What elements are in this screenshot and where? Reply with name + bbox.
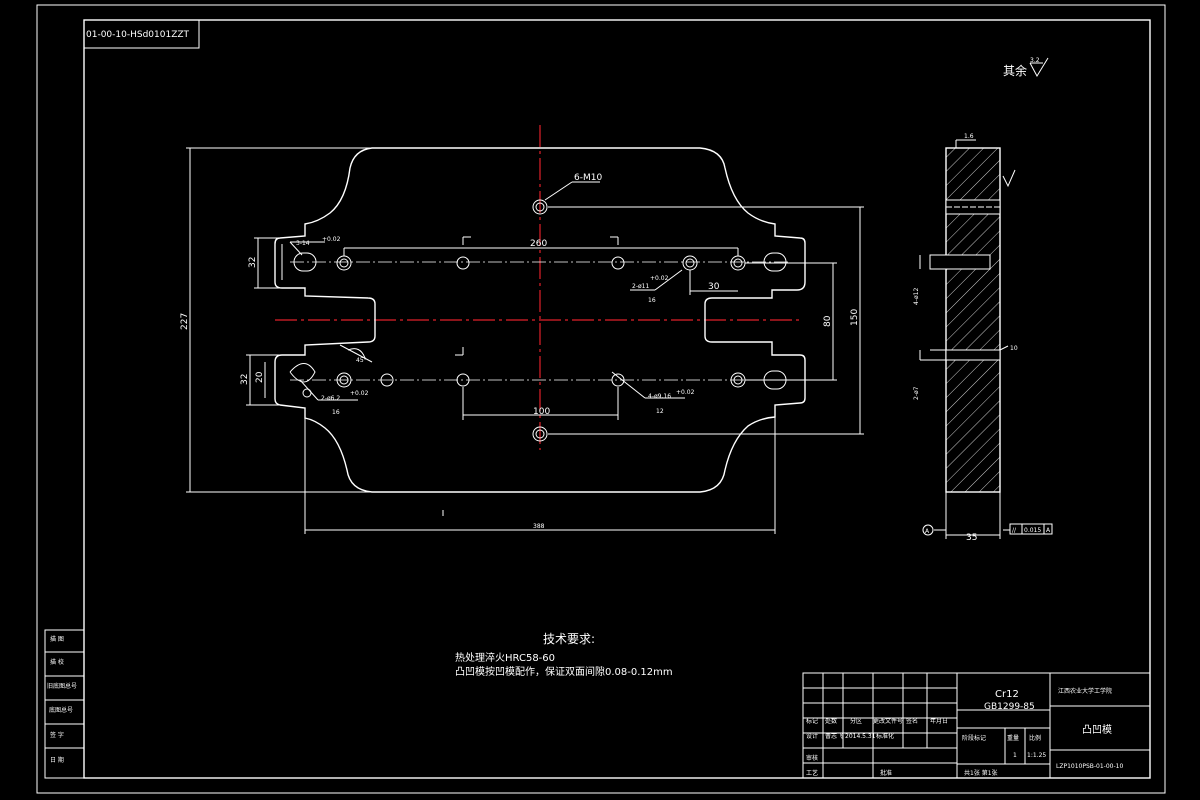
row-approve: 批准 bbox=[880, 769, 892, 777]
drawing-number-text: 01-00-10-HSd0101ZZT bbox=[86, 30, 190, 40]
dim-30: 30 bbox=[708, 282, 720, 292]
strip-label-2: 旧底图总号 bbox=[47, 682, 77, 690]
weight-label: 重量 bbox=[1007, 734, 1019, 742]
part-outline bbox=[274, 147, 806, 493]
holes-top-row bbox=[336, 255, 746, 271]
dim-80: 80 bbox=[823, 315, 833, 327]
strip-label-0: 描 图 bbox=[50, 635, 64, 643]
dim-4-holes-depth: 12 bbox=[656, 408, 664, 415]
tech-line-2: 凸凹模按凹模配作，保证双面间隙0.08-0.12mm bbox=[455, 667, 673, 678]
side-view-outline bbox=[945, 147, 1001, 493]
hdr-count: 处数 bbox=[825, 717, 837, 725]
side-dim-4-holes: 4-ø12 bbox=[913, 288, 920, 305]
hdr-change: 更改文件号 bbox=[873, 717, 903, 725]
strip-label-5: 日 期 bbox=[50, 756, 64, 764]
scale-label: 比例 bbox=[1029, 734, 1041, 742]
dim-32-top: 32 bbox=[248, 257, 258, 268]
roughness-value: 3.2 bbox=[1030, 57, 1040, 64]
material: Cr12 bbox=[995, 689, 1019, 700]
tech-title: 技术要求: bbox=[543, 632, 596, 646]
dim-tol-a: +0.02 bbox=[322, 236, 341, 243]
slot-right-top bbox=[763, 252, 787, 272]
drawing-number-box bbox=[83, 19, 200, 49]
dim-32-bottom: 32 bbox=[240, 374, 250, 385]
dim-tol-b: +0.02 bbox=[650, 275, 669, 282]
strip-label-1: 描 校 bbox=[50, 658, 64, 666]
side-dim-10: 10 bbox=[1010, 345, 1018, 352]
tech-line-1: 热处理淬火HRC58-60 bbox=[455, 653, 556, 664]
roughness-icon bbox=[1029, 57, 1049, 78]
outer-frame bbox=[36, 4, 1166, 794]
dim-cbore-depth: 16 bbox=[648, 297, 656, 304]
dim-tol-c: +0.02 bbox=[350, 390, 369, 397]
dim-6-m10: 6-M10 bbox=[574, 173, 602, 183]
holes-bottom-row bbox=[302, 372, 746, 398]
dim-150: 150 bbox=[850, 309, 860, 326]
design-date: 2014.5.31 bbox=[845, 733, 876, 740]
quantity: 1 bbox=[1013, 752, 1017, 759]
hdr-zone: 分区 bbox=[850, 717, 862, 725]
designer: 曹志飞 bbox=[825, 732, 843, 740]
row-standardization: 标准化 bbox=[876, 732, 894, 740]
dim-4-holes: 4-ø9.16 bbox=[648, 393, 671, 400]
side-dim-2-holes: 2-ø7 bbox=[913, 386, 920, 400]
dim-pin: 2-ø6.2 bbox=[321, 395, 340, 402]
dim-tol-d: +0.02 bbox=[676, 389, 695, 396]
sheet-count: 共1张 第1张 bbox=[964, 769, 998, 777]
flatness-datum: A bbox=[1046, 527, 1051, 534]
flatness-value: 0.015 bbox=[1024, 527, 1041, 534]
part-name: 凸凹模 bbox=[1082, 724, 1112, 736]
strip-label-3: 底图总号 bbox=[49, 706, 73, 714]
dim-pin-depth: 16 bbox=[332, 409, 340, 416]
datum-a: A bbox=[925, 528, 930, 535]
dim-227: 227 bbox=[180, 313, 190, 330]
scale-value: 1:1.25 bbox=[1027, 752, 1046, 759]
roughness-label: 其余 bbox=[1003, 63, 1027, 78]
dim-388: 388 bbox=[533, 523, 545, 530]
tapped-holes-center bbox=[532, 199, 548, 442]
title-block-grid bbox=[802, 672, 1151, 779]
hdr-mark: 标记 bbox=[806, 717, 818, 725]
hdr-date: 年月日 bbox=[930, 717, 948, 725]
school-name: 江西农业大学工学院 bbox=[1058, 687, 1112, 695]
flatness-symbol: // bbox=[1012, 527, 1017, 534]
material-standard: GB1299-85 bbox=[984, 702, 1035, 712]
dimension-lines bbox=[186, 147, 864, 534]
slot-left-bottom bbox=[289, 363, 316, 383]
dim-slot-3-14: 3-14 bbox=[296, 240, 310, 247]
side-dim-35: 35 bbox=[966, 533, 977, 543]
left-strip-grid bbox=[44, 629, 85, 779]
dim-angle-45: 45° bbox=[356, 357, 367, 364]
row-process: 工艺 bbox=[806, 769, 818, 777]
hdr-sign: 签名 bbox=[906, 717, 918, 725]
strip-label-4: 签 字 bbox=[50, 731, 64, 739]
side-view-holes bbox=[919, 139, 1053, 539]
side-roughness: 1.6 bbox=[964, 133, 974, 140]
row-design: 设计 bbox=[806, 732, 818, 740]
drawing-no: LZP1010PSB-01-00-10 bbox=[1056, 763, 1123, 770]
slot-left-top bbox=[293, 252, 317, 272]
dim-260: 260 bbox=[530, 239, 547, 249]
dim-20: 20 bbox=[255, 371, 265, 383]
inner-frame bbox=[83, 19, 1151, 779]
row-review: 审核 bbox=[806, 754, 818, 762]
dim-cbore: 2-ø11 bbox=[632, 283, 649, 290]
stage-mark: 阶段标记 bbox=[962, 734, 986, 742]
dim-100: 100 bbox=[533, 407, 550, 417]
